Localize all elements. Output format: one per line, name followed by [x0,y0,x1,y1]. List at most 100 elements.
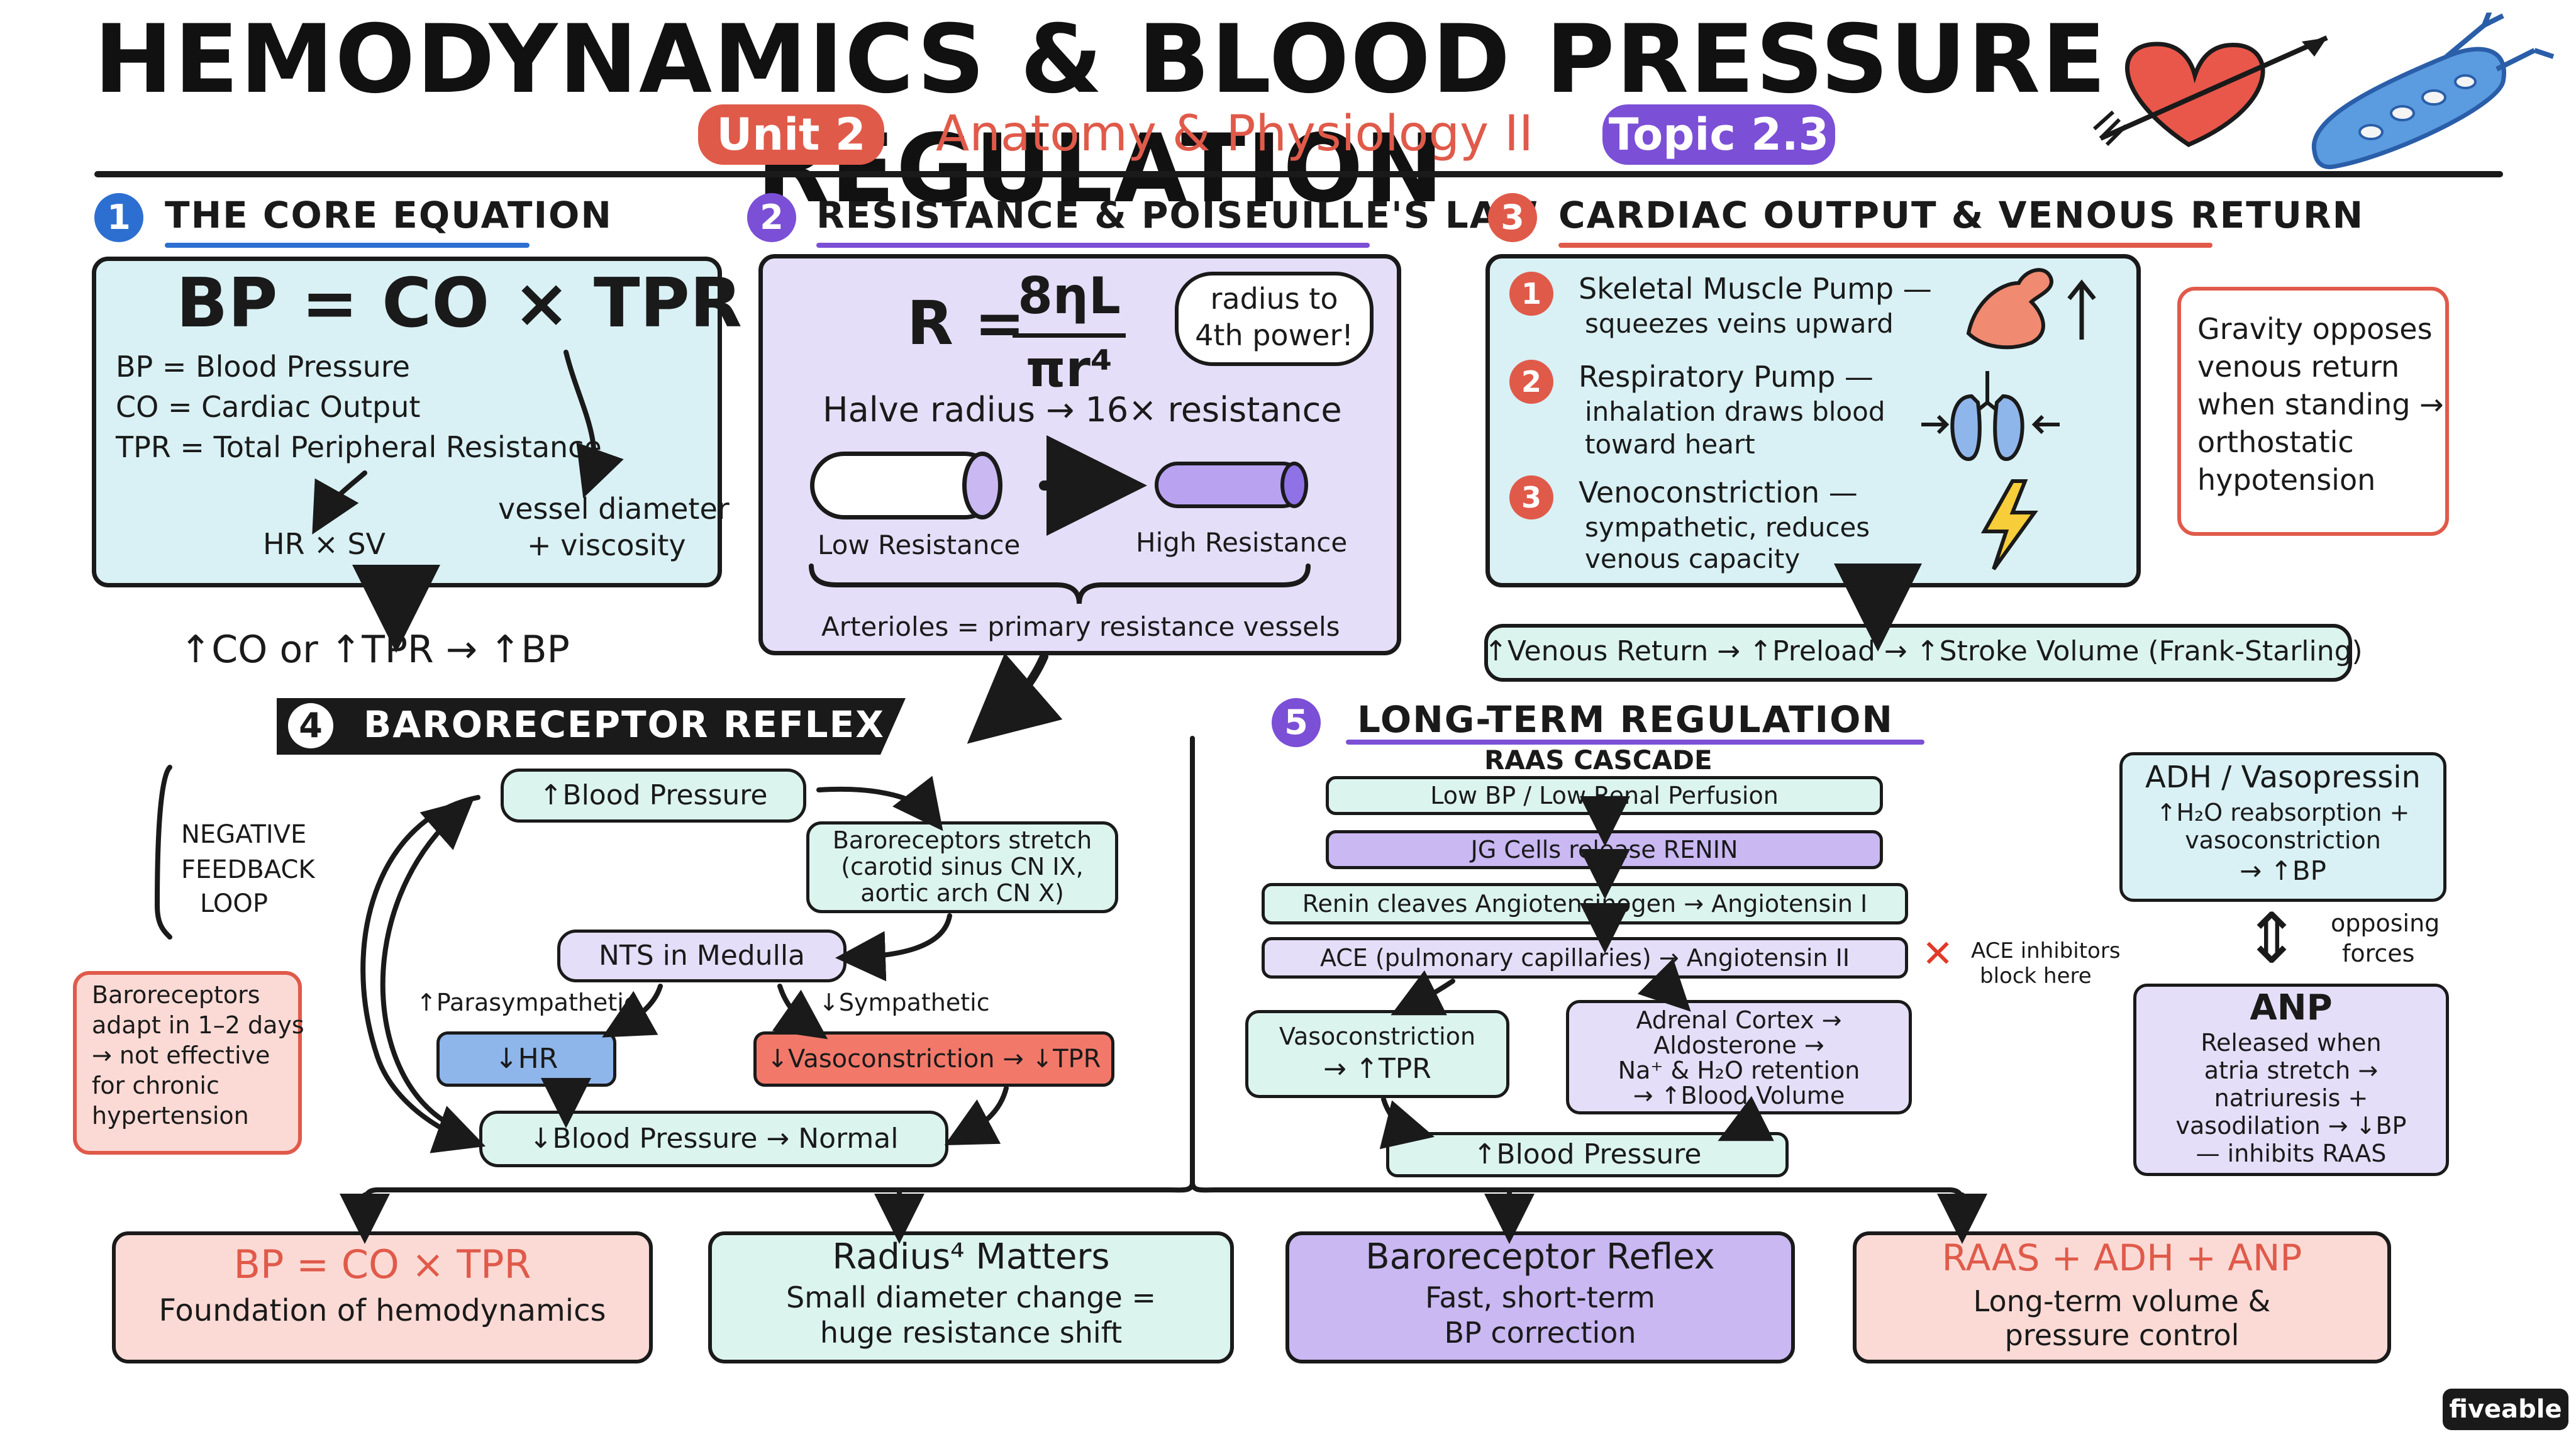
neg-feedback-line-1: NEGATIVE [181,820,307,849]
opposing-arrow-icon: ⇕ [2243,898,2301,979]
ace-inhibitor-line-1: ACE inhibitors [1971,938,2121,963]
stretch-node [806,821,1118,913]
gravity-line-1: Gravity opposes [2197,312,2433,346]
fiveable-logo: fiveable [2443,1389,2568,1430]
summary-2-line-1: Small diameter change = [786,1280,1156,1314]
gravity-box [2177,287,2449,536]
section-4-banner [277,698,906,755]
section-2-underline [816,243,1370,248]
anp-box [2133,984,2449,1176]
hr-down-node: ↓HR [436,1031,616,1087]
block-x-icon: ✕ [1922,932,1954,976]
adapt-line-2: adapt in 1–2 days [92,1011,304,1039]
section-4-number: 4 [288,703,333,748]
stretch-line-2: (carotid sinus CN IX, [841,853,1084,880]
header-divider [94,171,2503,177]
formula-numerator: 8ηL [1018,267,1121,325]
summary-4-line-2: pressure control [2004,1318,2240,1352]
summary-1-line-1: Foundation of hemodynamics [158,1293,606,1328]
bubble-line-1: radius to [1210,282,1338,316]
section-3-underline [1558,243,2212,248]
section-2-number: 2 [747,193,796,242]
vasoconstriction-down-node: ↓Vasoconstriction → ↓TPR [753,1031,1114,1087]
adapt-line-5: hypertension [92,1102,249,1130]
adrenal-line-2: Aldosterone → [1653,1031,1824,1059]
section-3-heading: CARDIAC OUTPUT & VENOUS RETURN [1558,194,2365,236]
pump-3-number: 3 [1509,475,1553,519]
tpr-note-2: + viscosity [527,528,686,562]
raas-title: RAAS CASCADE [1484,745,1713,775]
sympathetic-label: ↓Sympathetic [819,989,990,1016]
topic-badge: Topic 2.3 [1602,104,1835,165]
adapt-line-1: Baroreceptors [92,981,260,1009]
summary-3-title: Baroreceptor Reflex [1365,1236,1715,1277]
halve-radius-text: Halve radius → 16× resistance [823,390,1342,430]
adh-box [2119,752,2446,902]
ace-inhibitor-line-2: block here [1980,963,2092,989]
summary-1-title: BP = CO × TPR [233,1241,531,1287]
anp-line-5: — inhibits RAAS [2196,1140,2387,1167]
core-equation: BP = CO × TPR [176,264,742,343]
stretch-line-3: aortic arch CN X) [860,879,1064,907]
adh-line-1: ↑H₂O reabsorption + [2156,799,2410,826]
anp-line-2: atria stretch → [2204,1057,2379,1084]
summary-card-1 [112,1231,653,1363]
anp-line-1: Released when [2201,1029,2382,1057]
formula-denominator: πr⁴ [1026,340,1113,398]
pump-2-desc-1: inhalation draws blood [1585,396,1885,427]
pump-1-number: 1 [1509,272,1553,316]
def-co: CO = Cardiac Output [116,390,421,424]
gravity-line-4: orthostatic [2197,425,2354,459]
pump-3-title: Venoconstriction — [1579,475,1858,509]
section-5-number: 5 [1272,698,1321,747]
adrenal-line-3: Na⁺ & H₂O retention [1618,1057,1860,1084]
def-tpr: TPR = Total Peripheral Resistance [116,430,602,464]
section-1-heading: THE CORE EQUATION [165,194,613,236]
pump-2-number: 2 [1509,360,1553,404]
pump-1-desc: squeezes veins upward [1585,308,1894,339]
lightning-icon [1980,479,2038,570]
pump-1-title: Skeletal Muscle Pump — [1579,272,1932,306]
summary-2-line-2: huge resistance shift [819,1316,1123,1350]
pump-3-desc-1: sympathetic, reduces [1585,512,1870,543]
anp-title: ANP [2250,987,2333,1028]
nts-node: NTS in Medulla [557,930,847,982]
formula-lhs: R = [907,288,1025,358]
stretch-line-1: Baroreceptors stretch [832,826,1092,854]
pump-2-desc-2: toward heart [1585,429,1755,460]
heart-arrow-icon [2092,35,2328,147]
section-5-heading: LONG-TERM REGULATION [1357,698,1894,741]
summary-card-2 [708,1231,1234,1363]
adh-line-2: vasoconstriction [2185,826,2381,854]
raas-vaso-line-2: → ↑TPR [1323,1053,1431,1085]
neg-feedback-line-2: FEEDBACK [181,855,315,884]
gravity-line-3: when standing → [2197,387,2444,421]
section-5-underline [1346,740,1924,745]
low-resistance-label: Low Resistance [818,530,1021,560]
unit-badge: Unit 2 [698,104,884,165]
adapt-line-4: for chronic [92,1072,219,1099]
summary-4-line-1: Long-term volume & [1973,1284,2271,1318]
summary-card-3 [1285,1231,1795,1363]
high-resistance-label: High Resistance [1136,527,1348,558]
summary-4-title: RAAS + ADH + ANP [1941,1236,2302,1279]
narrow-vessel-end-icon [1280,462,1308,508]
course-subtitle: Anatomy & Physiology II [936,106,1533,162]
summary-3-line-1: Fast, short-term [1425,1280,1655,1314]
pump-2-title: Respiratory Pump — [1579,360,1874,394]
adapt-line-3: → not effective [92,1041,270,1069]
anp-line-4: vasodilation → ↓BP [2175,1112,2407,1140]
bp-up-node: ↑Blood Pressure [501,769,806,823]
summary-card-4 [1853,1231,2391,1363]
parasympathetic-label: ↑Parasympathetic [416,989,637,1016]
arterioles-text: Arterioles = primary resistance vessels [821,611,1340,642]
adaptation-box [73,971,302,1155]
section-1-underline [165,243,530,248]
core-equation-box [92,257,722,587]
section-2-heading: RESISTANCE & POISEUILLE'S LAW [816,194,1539,236]
def-bp: BP = Blood Pressure [116,350,410,384]
opposing-line-2: forces [2342,940,2415,967]
neg-feedback-line-3: LOOP [200,889,268,918]
anp-line-3: natriuresis + [2214,1084,2368,1112]
section-4-heading: BARORECEPTOR REFLEX [364,703,885,746]
